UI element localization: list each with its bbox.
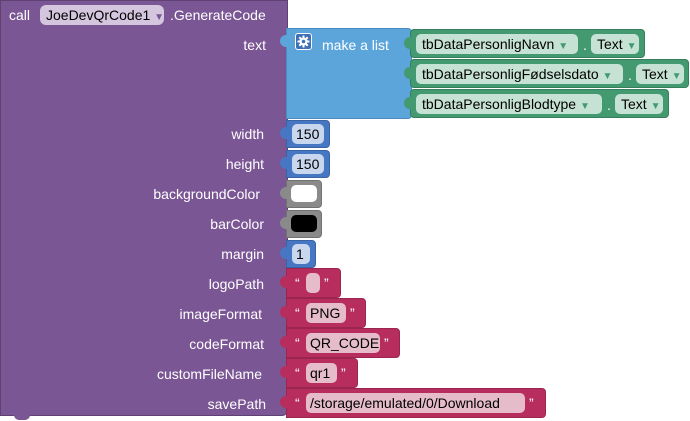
list-item-property-dropdown[interactable]: Text ▼ [636,64,684,84]
custom-file-name-value[interactable]: qr1 [306,363,337,383]
param-label-imageFormat: imageFormat [179,306,262,322]
open-quote-icon: “ [295,335,300,351]
image-format-value[interactable]: PNG [306,303,346,323]
component-name: JoeDevQrCode1 [46,7,151,23]
param-label-width: width [231,126,264,142]
width-connector [280,127,287,139]
open-quote-icon: “ [295,365,300,381]
open-quote-icon: “ [295,395,300,411]
custom-file-name-connector [280,366,287,378]
call-keyword: call [9,7,31,23]
height-connector [280,157,287,169]
close-quote-icon: ” [341,365,346,381]
close-quote-icon: ” [384,335,389,351]
method-name: .GenerateCode [170,7,266,23]
margin-value[interactable]: 1 [292,244,310,264]
open-quote-icon: “ [295,305,300,321]
list-item-dot: . [607,97,611,113]
make-a-list-connector [280,35,287,47]
chevron-down-icon: ▼ [580,101,590,112]
param-label-height: height [225,156,264,172]
param-label-customFileName: customFileName [156,366,262,382]
width-value[interactable]: 150 [292,124,324,144]
list-item-connector [404,37,411,49]
close-quote-icon: ” [350,305,355,321]
list-item-component-dropdown[interactable]: tbDataPersonligNavn ▼ [416,34,578,54]
param-label-codeFormat: codeFormat [189,336,264,352]
save-path-value[interactable]: /storage/emulated/0/Download [306,393,525,413]
list-item-component-dropdown[interactable]: tbDataPersonligBlodtype ▼ [416,94,602,114]
background-color-swatch[interactable] [291,185,317,202]
chevron-down-icon: ▼ [650,101,661,112]
chevron-down-icon: ▼ [154,12,164,23]
list-item-component-dropdown[interactable]: tbDataPersonligFødselsdato ▼ [416,64,623,84]
make-a-list-label: make a list [322,37,389,53]
param-label-savePath: savePath [207,396,266,412]
gear-icon[interactable] [295,33,312,50]
chevron-down-icon: ▼ [558,41,569,52]
chevron-down-icon: ▼ [602,71,613,82]
code-format-connector [280,336,287,348]
call-block[interactable] [0,0,288,416]
background-color-connector [280,187,287,199]
param-label-text: text [243,37,266,53]
height-value[interactable]: 150 [292,154,324,174]
margin-connector [280,247,287,259]
param-label-margin: margin [221,246,264,262]
chevron-down-icon: ▼ [626,41,637,52]
list-item-dot: . [628,67,632,83]
list-item-property-dropdown[interactable]: Text ▼ [615,94,663,114]
param-label-backgroundColor: backgroundColor [153,186,260,202]
save-path-connector [280,396,287,408]
list-item-connector [404,97,411,109]
list-item-property-dropdown[interactable]: Text ▼ [591,34,639,54]
bar-color-swatch[interactable] [291,215,317,232]
component-dropdown[interactable]: JoeDevQrCode1 ▼ [40,5,164,25]
close-quote-icon: ” [324,275,329,291]
call-block-bottom-tab [14,414,30,420]
param-label-barColor: barColor [210,216,264,232]
list-item-dot: . [583,37,587,53]
image-format-connector [280,306,287,318]
open-quote-icon: “ [295,275,300,291]
param-label-logoPath: logoPath [208,276,264,292]
logo-path-connector [280,276,287,288]
chevron-down-icon: ▼ [671,71,682,82]
logo-path-value[interactable] [306,273,320,293]
bar-color-connector [280,217,287,229]
list-item-connector [404,67,411,79]
code-format-value[interactable]: QR_CODE [306,333,380,353]
close-quote-icon: ” [529,395,534,411]
